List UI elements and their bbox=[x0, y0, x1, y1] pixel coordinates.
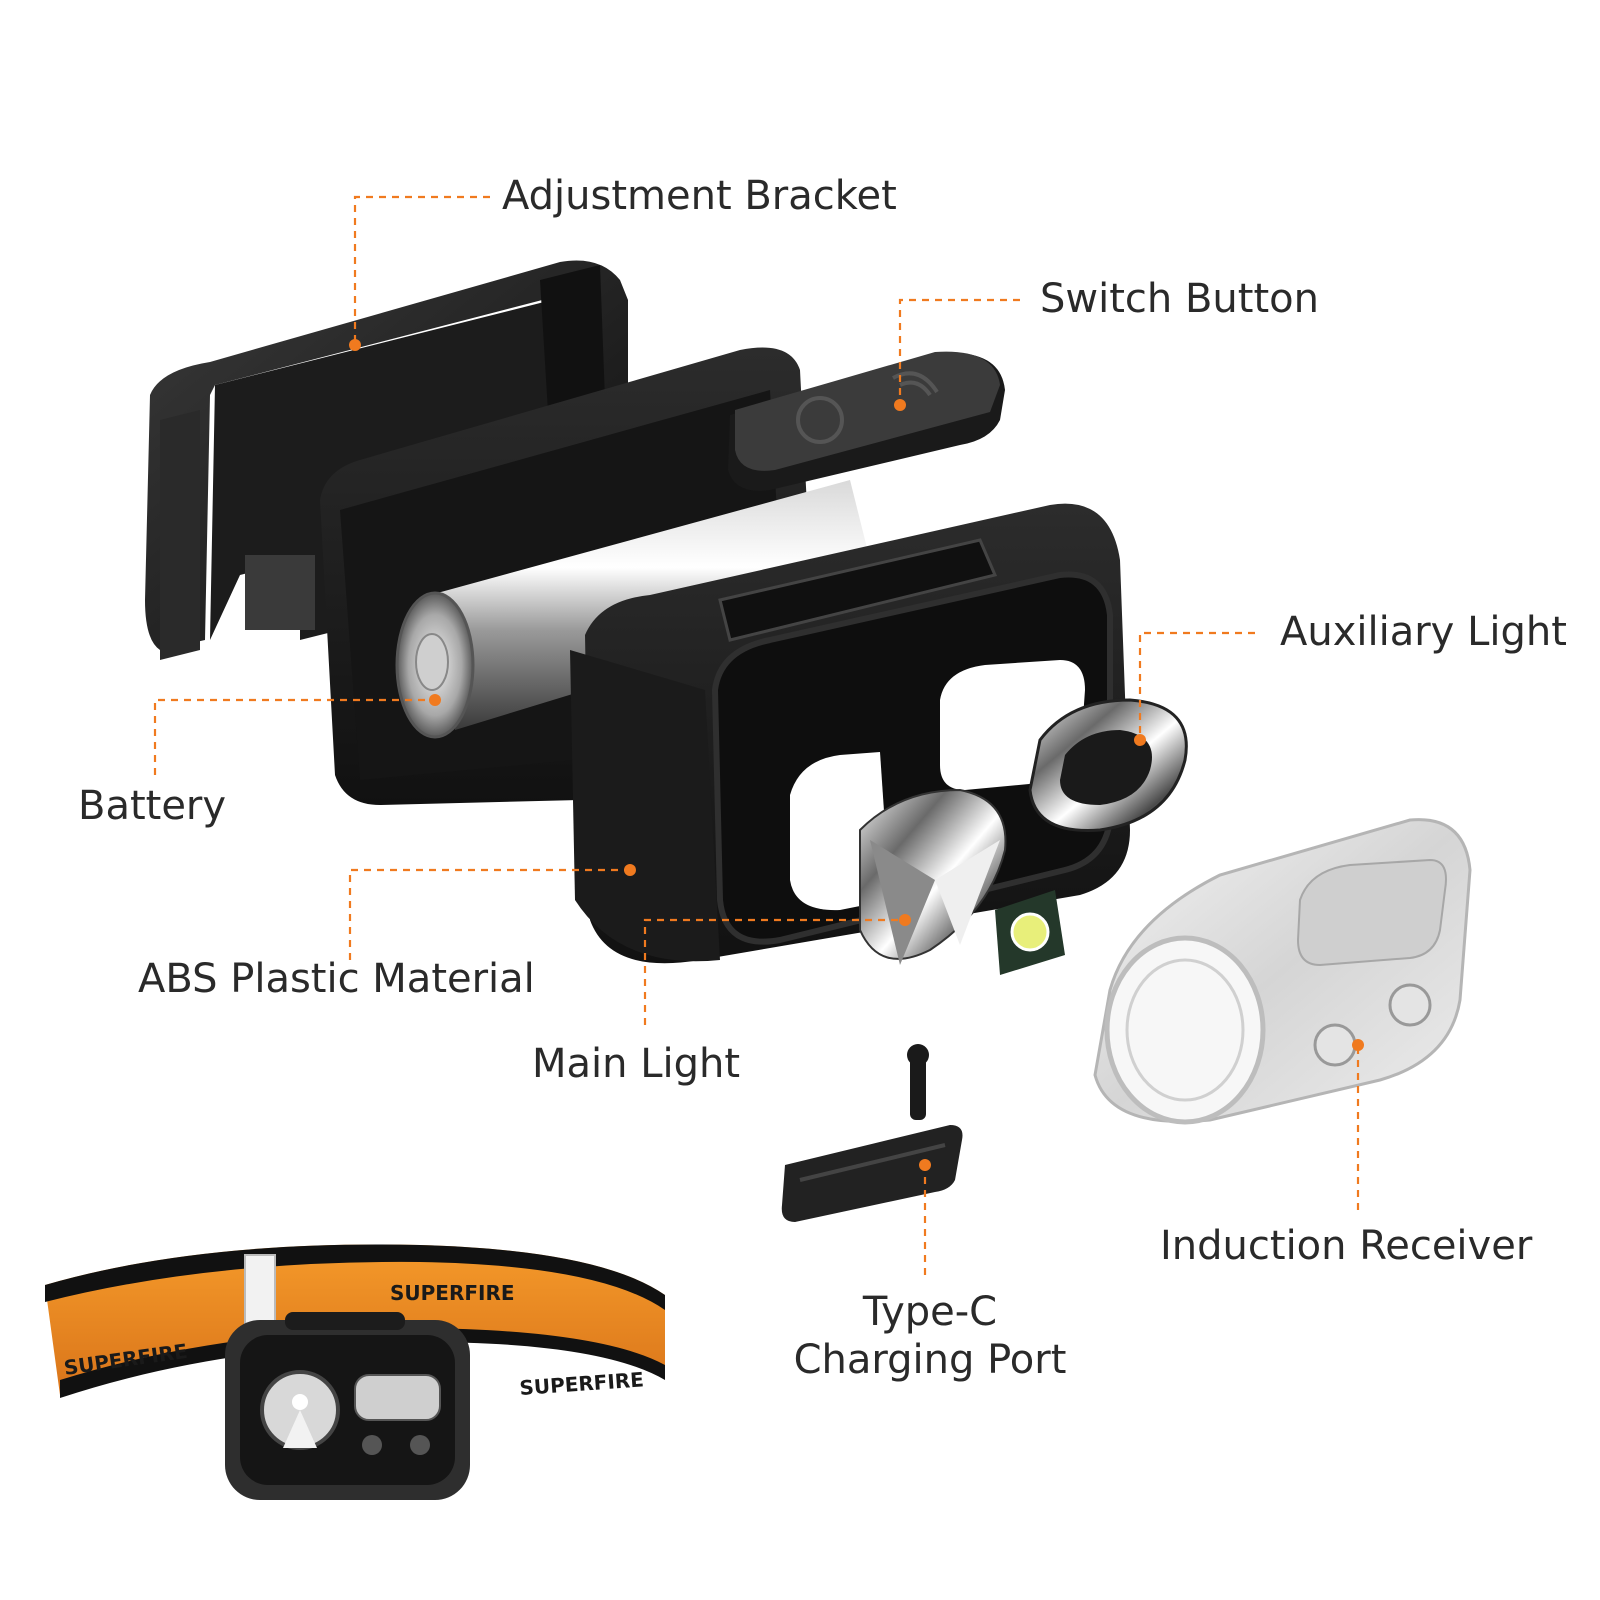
main-light-reflector bbox=[859, 788, 1007, 965]
label-abs-plastic-material: ABS Plastic Material bbox=[138, 956, 535, 1002]
label-switch-button: Switch Button bbox=[1040, 276, 1319, 322]
headband-brand-right: SUPERFIRE bbox=[519, 1367, 645, 1400]
label-main-light: Main Light bbox=[532, 1041, 741, 1087]
assembled-headlamp: SUPERFIRE SUPERFIRE SUPERFIRE bbox=[45, 1244, 665, 1500]
label-type-c-charging-port: Type-C Charging Port bbox=[770, 1288, 1090, 1384]
switch-button-part bbox=[728, 351, 1005, 491]
label-induction-receiver: Induction Receiver bbox=[1160, 1223, 1533, 1269]
headlamp-aux-window bbox=[354, 1374, 441, 1421]
type-c-plug bbox=[781, 1044, 963, 1222]
label-battery: Battery bbox=[78, 783, 227, 829]
label-type-c-line1: Type-C bbox=[862, 1289, 998, 1335]
headband-brand-center: SUPERFIRE bbox=[390, 1281, 515, 1305]
auxiliary-light-reflector bbox=[1028, 698, 1188, 832]
label-adjustment-bracket: Adjustment Bracket bbox=[502, 173, 897, 219]
led-chip bbox=[995, 890, 1065, 975]
leader-lines bbox=[153, 195, 1364, 1275]
label-type-c-line2: Charging Port bbox=[793, 1337, 1067, 1383]
label-auxiliary-light: Auxiliary Light bbox=[1280, 609, 1567, 655]
induction-receiver-lens bbox=[1093, 818, 1472, 1125]
